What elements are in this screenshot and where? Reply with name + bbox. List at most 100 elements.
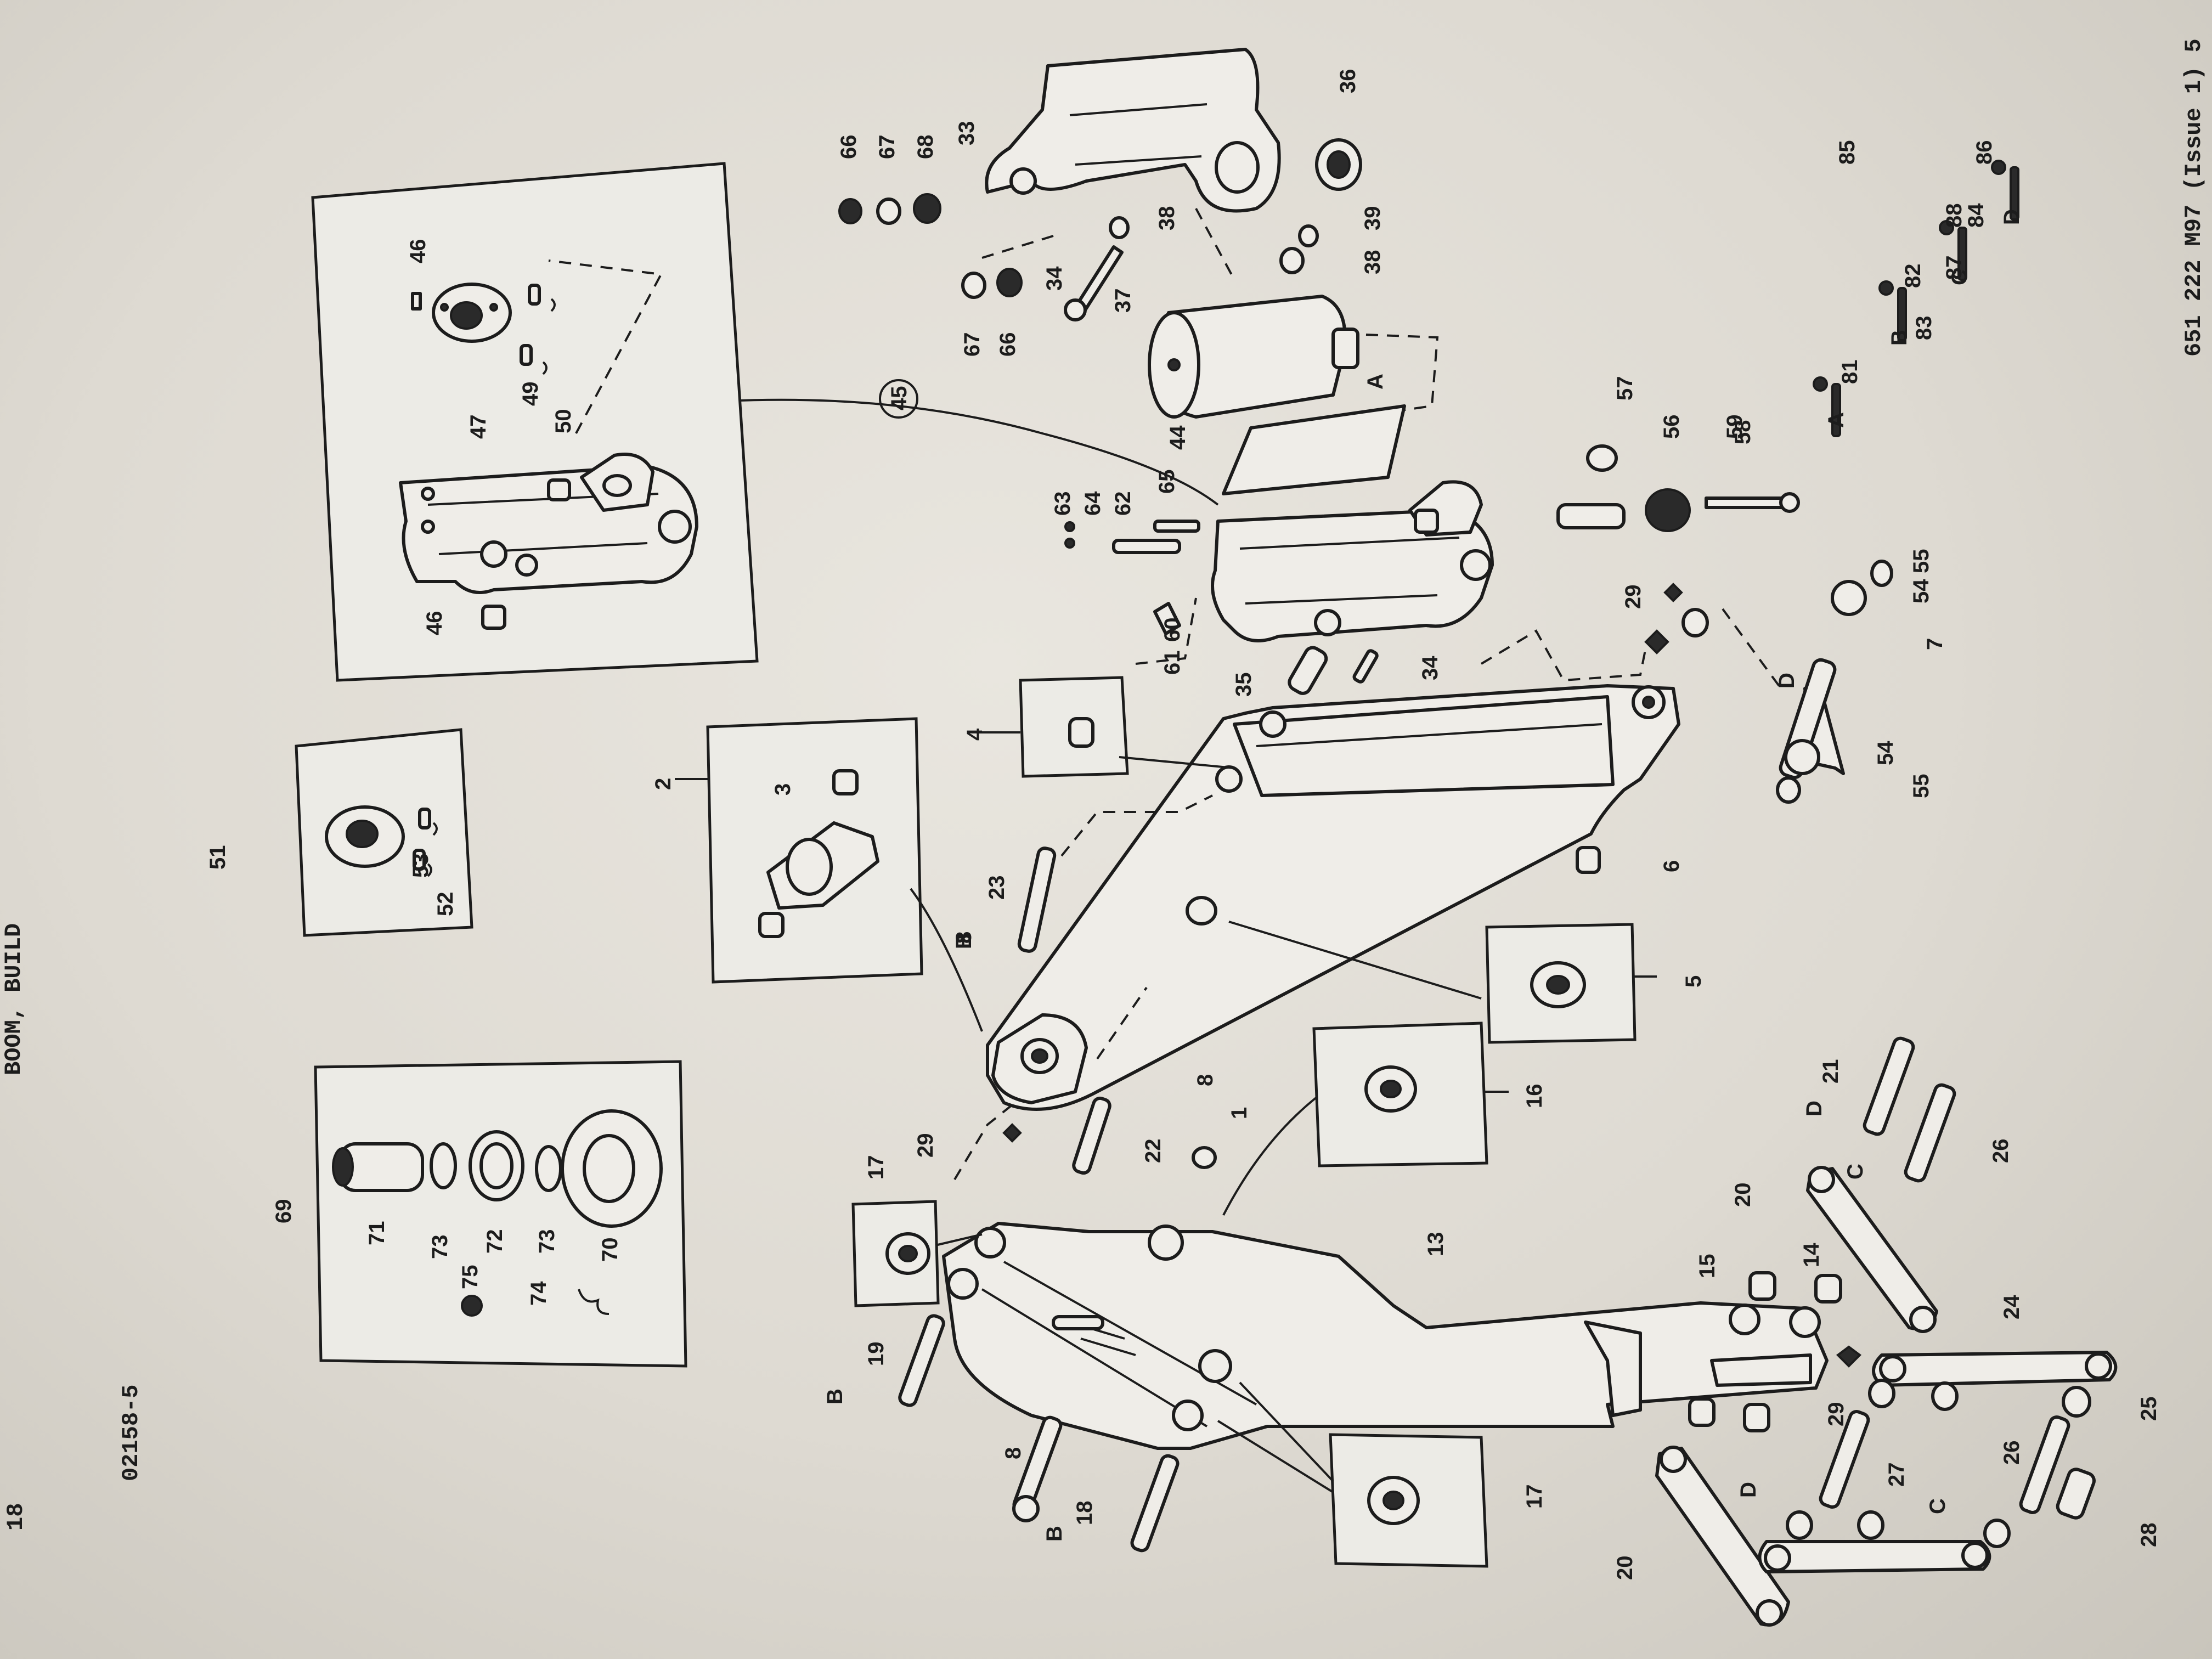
callout-51: 51: [206, 845, 230, 870]
kit-number-86: 86: [1972, 140, 1996, 165]
callout-71: 71: [365, 1221, 389, 1246]
ref-b-2: B: [1042, 1526, 1066, 1542]
callout-75: 75: [458, 1265, 482, 1290]
callout-50: 50: [551, 409, 575, 434]
callout-57: 57: [1613, 376, 1637, 401]
callout-72: 72: [483, 1229, 507, 1254]
callout-22: 22: [1141, 1139, 1165, 1164]
callout-61: 61: [1160, 651, 1184, 675]
callout-64: 64: [1081, 491, 1105, 516]
callout-8-c: 8: [952, 932, 976, 944]
callout-7: 7: [1923, 638, 1947, 650]
callout-25: 25: [2137, 1397, 2161, 1421]
callout-67-b: 67: [960, 332, 984, 357]
callout-55-a: 55: [1909, 774, 1933, 799]
callout-17-b: 17: [1522, 1485, 1547, 1509]
callout-20-a: 20: [1731, 1183, 1755, 1207]
callout-60: 60: [1160, 618, 1184, 642]
callout-16: 16: [1522, 1084, 1547, 1109]
callout-27: 27: [1884, 1463, 1909, 1487]
callout-73-a: 73: [428, 1235, 452, 1260]
kit-number-88: 88: [1942, 204, 1966, 228]
callout-62: 62: [1111, 492, 1135, 516]
kit-labels: A B C D 81 82 84 85 83 87 86 88: [1824, 140, 2024, 428]
callout-2: 2: [651, 778, 675, 790]
ref-b-3: B: [952, 933, 976, 949]
pin-reference-letters: B B B C C D D D A: [823, 374, 1950, 1542]
inset-flange-51: [295, 728, 473, 937]
boom-bracket: [1064, 444, 1800, 695]
callout-59: 59: [1723, 415, 1747, 439]
callout-numbers: 1 2 3 4 5 6 7 8 8 8 13 14 15 16 17 17 18…: [206, 69, 2161, 1581]
callout-18: 18: [1073, 1501, 1097, 1526]
callout-44: 44: [1166, 425, 1190, 450]
callout-56: 56: [1660, 415, 1684, 439]
callout-67-a: 67: [875, 135, 899, 160]
callout-6: 6: [1660, 860, 1684, 872]
kit-number-83: 83: [1912, 316, 1936, 341]
hydraulic-motor: [1148, 295, 1439, 495]
footer-code: 651 222 M97 (Issue 1) 5: [2181, 38, 2207, 357]
callout-17-a: 17: [864, 1155, 888, 1180]
callout-4: 4: [963, 728, 987, 741]
callout-66-a: 66: [837, 135, 861, 160]
callout-58: 58: [1731, 420, 1755, 445]
callout-38-b: 38: [1361, 250, 1385, 275]
callout-29-c: 29: [1824, 1402, 1848, 1427]
callout-35: 35: [1232, 673, 1256, 697]
callout-66-b: 66: [996, 332, 1020, 357]
callout-45-circle: [879, 379, 918, 419]
ref-b-1: B: [823, 1389, 847, 1404]
callout-5: 5: [1681, 975, 1706, 988]
ref-d-1: D: [1802, 1101, 1826, 1116]
ref-c-2: C: [1926, 1498, 1950, 1514]
callout-36: 36: [1336, 69, 1360, 94]
callout-55-b: 55: [1909, 549, 1933, 574]
callout-23: 23: [985, 876, 1009, 900]
kit-number-87: 87: [1942, 256, 1966, 280]
callout-15: 15: [1695, 1254, 1719, 1279]
ref-d-3: D: [1775, 673, 1799, 689]
callout-boxes: [706, 676, 1637, 1568]
main-boom: [953, 560, 1893, 1181]
leader-lines: [675, 398, 1657, 1493]
ref-a-1: A: [1363, 374, 1387, 390]
callout-73-b: 73: [535, 1229, 559, 1254]
callout-8-a: 8: [1193, 1074, 1217, 1086]
inset-cylinder-69: [314, 1060, 687, 1368]
kit-number-85: 85: [1835, 140, 1859, 165]
kit-letter-d: D: [2000, 209, 2024, 225]
callout-33: 33: [955, 121, 979, 146]
callout-3: 3: [771, 783, 795, 795]
inset-pivot-bracket: [311, 162, 759, 682]
callout-54-a: 54: [1874, 741, 1898, 765]
callout-20-b: 20: [1613, 1556, 1637, 1581]
callout-49: 49: [518, 382, 543, 407]
callout-1: 1: [1227, 1107, 1251, 1119]
kit-letter-a: A: [1824, 412, 1848, 428]
callout-68: 68: [913, 135, 938, 160]
kit-letter-c: C: [1948, 269, 1972, 285]
callout-46-b: 46: [406, 239, 430, 264]
callout-8-b: 8: [1001, 1447, 1025, 1459]
section-heading: BOOM, BUILD: [1, 923, 27, 1075]
callout-21: 21: [1819, 1059, 1843, 1084]
callout-46-a: 46: [422, 611, 447, 636]
callout-34-a: 34: [1042, 266, 1066, 291]
page-number: 18: [3, 1503, 29, 1531]
kit-number-84: 84: [1964, 203, 1988, 228]
pivot-housing: [838, 48, 1362, 321]
callout-19: 19: [864, 1342, 888, 1367]
kit-number-82: 82: [1901, 264, 1925, 289]
ref-d-2: D: [1736, 1482, 1760, 1498]
callout-26-a: 26: [1989, 1139, 2013, 1164]
callout-70: 70: [598, 1238, 622, 1262]
callout-54-b: 54: [1909, 579, 1933, 603]
callout-37: 37: [1111, 289, 1135, 313]
callout-29-a: 29: [1621, 585, 1645, 610]
ref-c-1: C: [1843, 1164, 1867, 1180]
kit-number-81: 81: [1838, 360, 1862, 385]
callout-45: 45: [887, 386, 911, 411]
